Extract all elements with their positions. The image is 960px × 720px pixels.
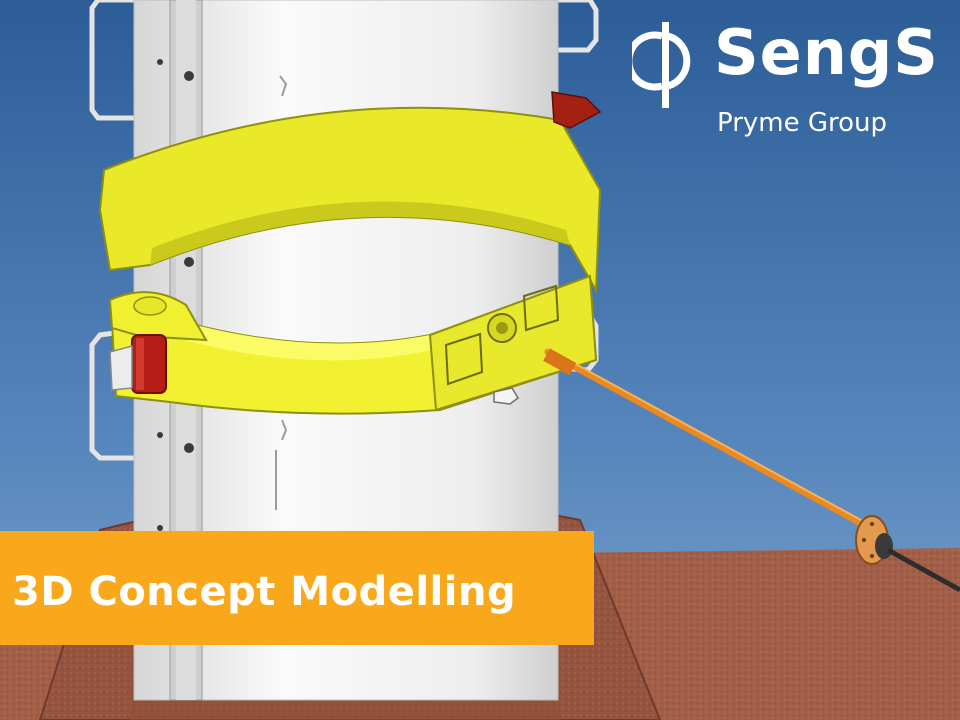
company-logo: SengS Pryme Group	[632, 16, 952, 146]
anchor-cable	[886, 547, 960, 593]
clamp-window-2	[522, 284, 560, 332]
clamp-window-1	[444, 332, 484, 386]
clamp-back-ring	[98, 106, 602, 294]
ladder-left	[89, 0, 137, 461]
tie-rod-end	[543, 348, 577, 376]
banner-title: 3D Concept Modelling	[12, 569, 517, 615]
logo-subtitle: Pryme Group	[717, 108, 888, 138]
logo-wordmark: SengS	[714, 16, 939, 89]
tie-rod	[544, 348, 874, 532]
title-banner: 3D Concept Modelling	[0, 531, 594, 645]
clamp-top-plate	[551, 91, 602, 129]
clamp-lug	[493, 387, 519, 405]
logo-mark-icon	[632, 22, 691, 108]
